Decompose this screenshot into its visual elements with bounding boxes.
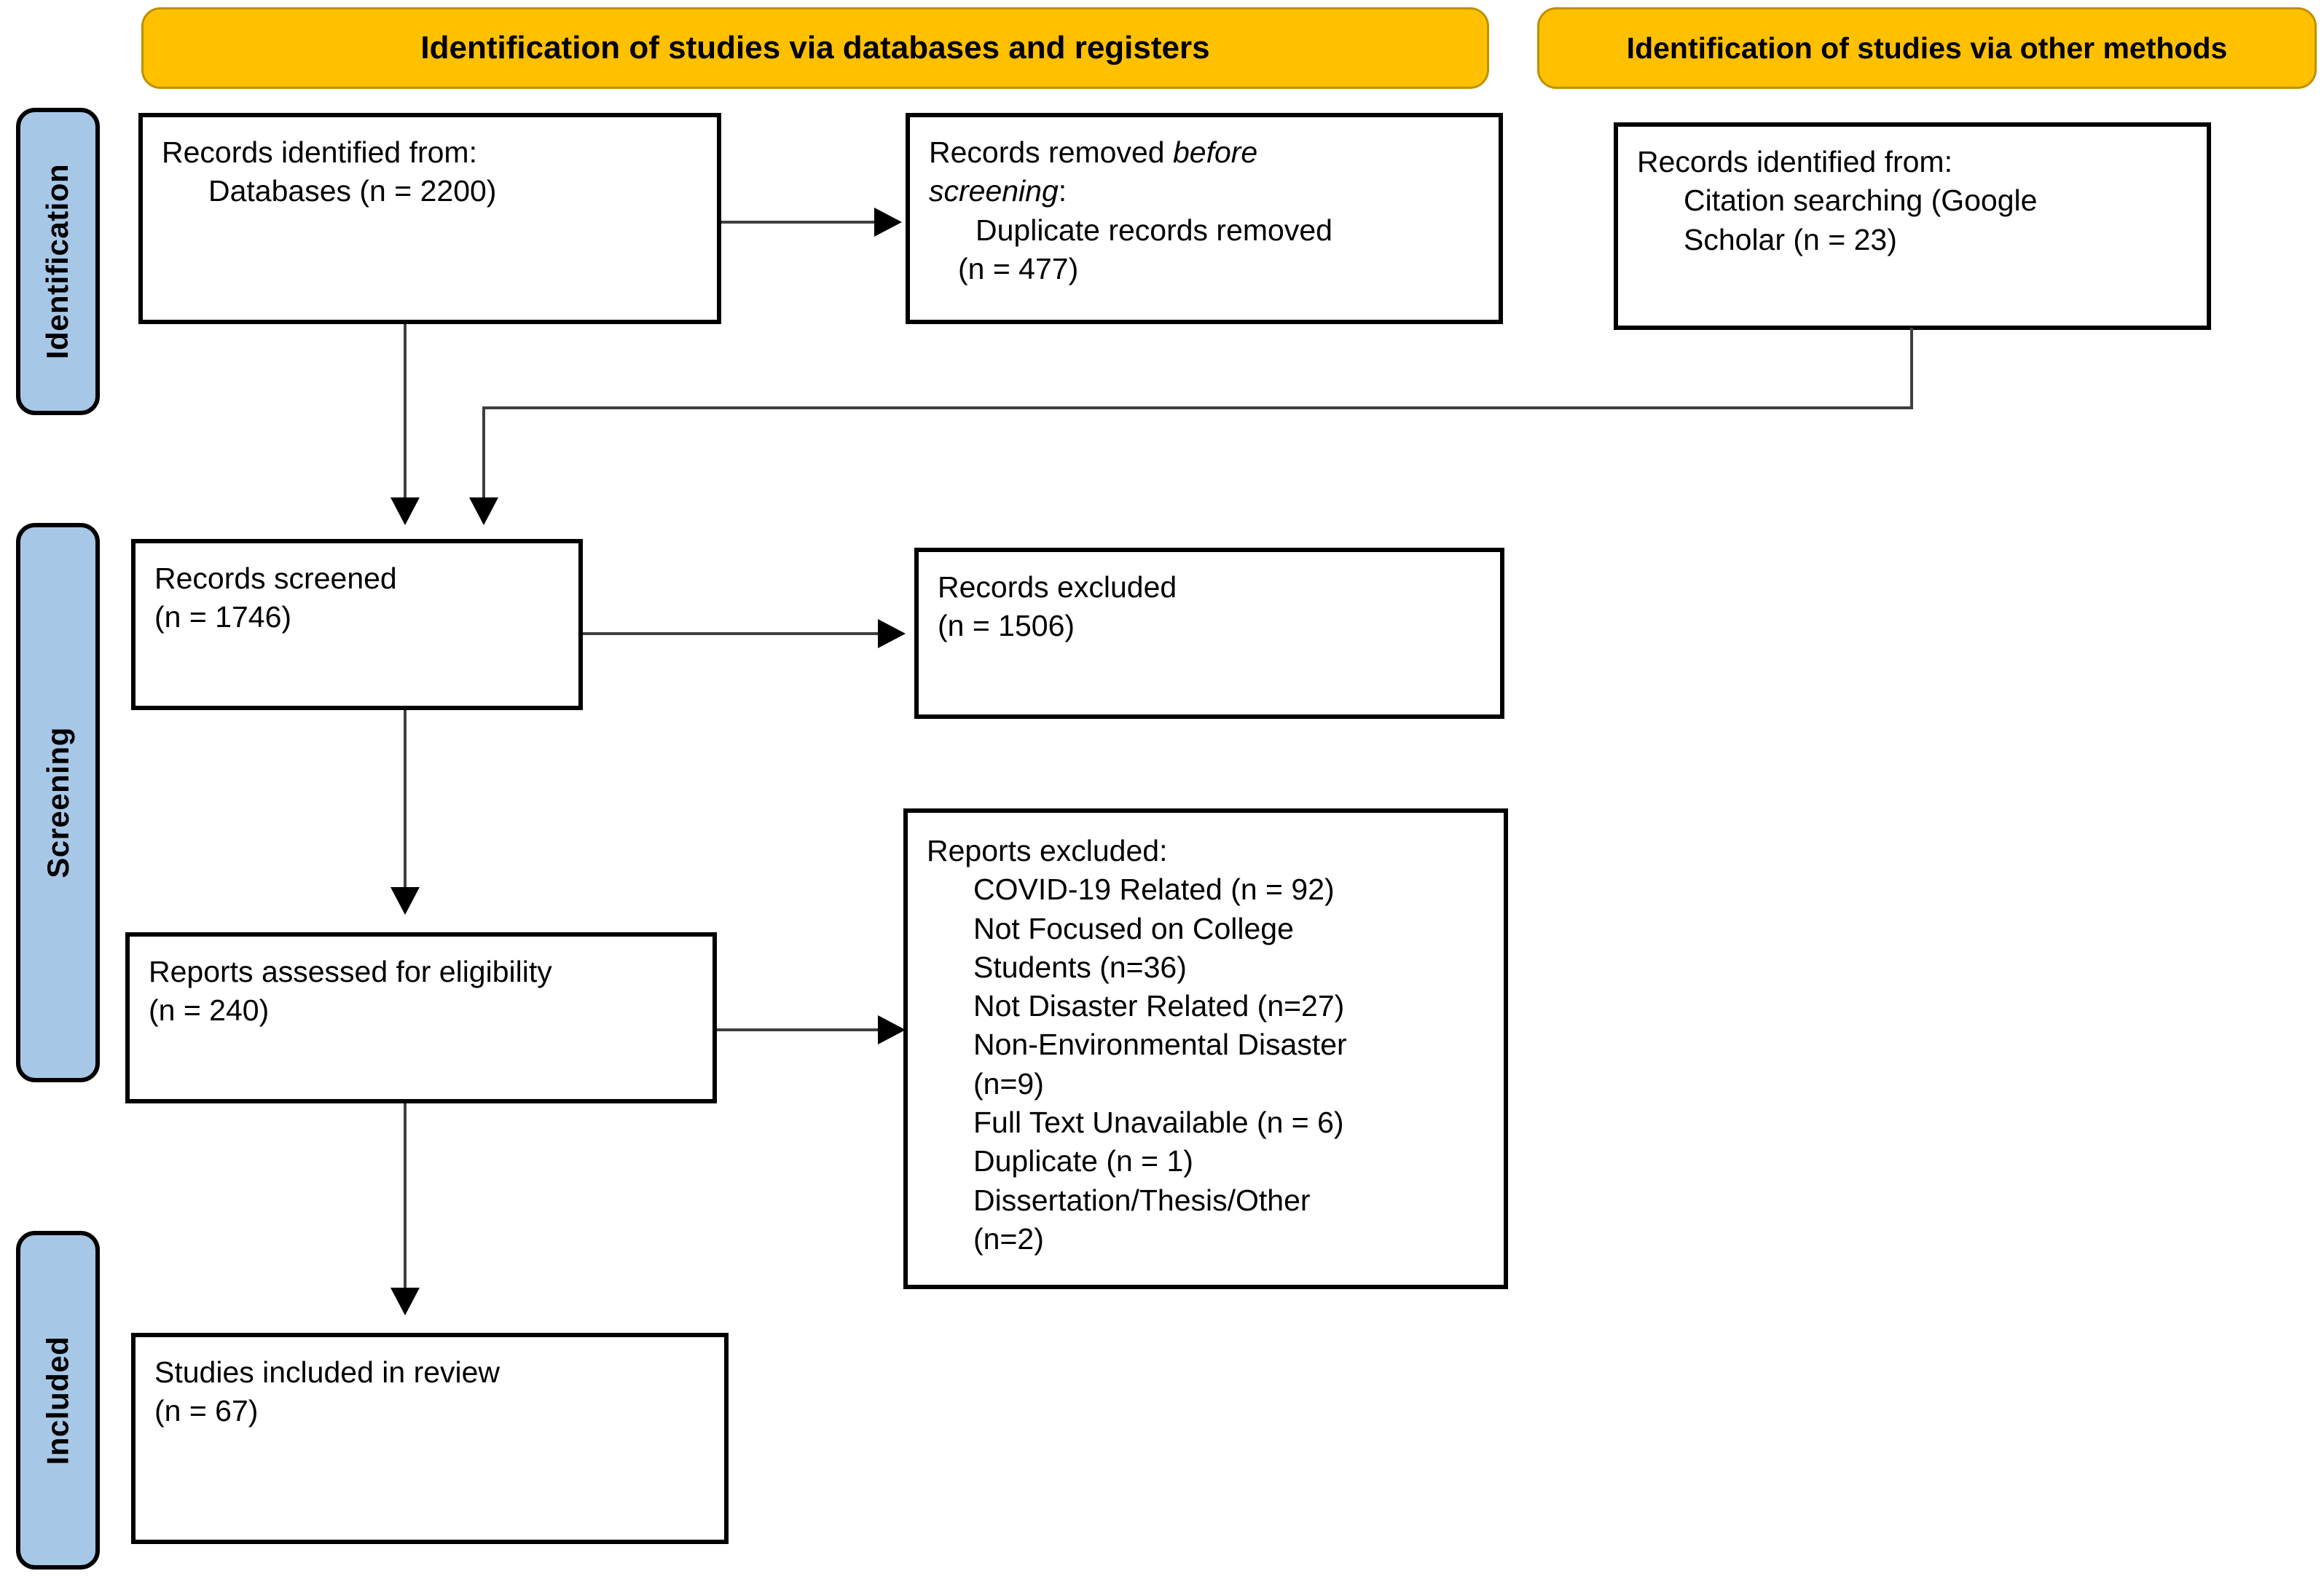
arrowhead-screened-to-assessed [390, 887, 420, 915]
arrowhead-other-down [469, 497, 498, 525]
reports-assessed-line1: Reports assessed for eligibility [149, 955, 552, 988]
records-identified-db-line1: Records identified from: [162, 135, 477, 169]
reports-excluded-item: Non-Environmental Disaster [973, 1028, 1347, 1062]
records-identified-db-line2: Databases (n = 2200) [208, 174, 497, 208]
node-reports-assessed: Reports assessed for eligibility (n = 24… [125, 932, 717, 1103]
banner-databases-registers-label: Identification of studies via databases … [420, 30, 1210, 66]
reports-excluded-item: Duplicate (n = 1) [973, 1144, 1193, 1178]
reports-excluded-item: COVID-19 Related (n = 92) [973, 873, 1335, 907]
records-removed-line4: (n = 477) [929, 250, 1480, 288]
records-identified-other-line3: Scholar (n = 23) [1684, 222, 1897, 256]
banner-databases-registers: Identification of studies via databases … [141, 7, 1489, 89]
banner-other-methods: Identification of studies via other meth… [1537, 7, 2317, 89]
arrowhead-screened-to-excluded [878, 619, 906, 648]
arrowhead-db-to-removed [874, 208, 902, 237]
reports-excluded-item: Full Text Unavailable (n = 6) [973, 1106, 1344, 1140]
connector-other-across [482, 406, 1913, 409]
reports-excluded-item: Not Disaster Related (n=27) [973, 989, 1345, 1023]
records-removed-italic-before: before [1172, 135, 1258, 169]
records-screened-line1: Records screened [154, 562, 397, 595]
records-removed-colon: : [1058, 174, 1067, 208]
records-removed-italic-screening: screening [929, 174, 1059, 208]
connector-db-to-removed [721, 221, 878, 224]
records-removed-line2: screening: [929, 172, 1480, 210]
node-reports-excluded: Reports excluded: COVID-19 Related (n = … [903, 808, 1508, 1289]
reports-excluded-item: (n=9) [973, 1066, 1044, 1100]
phase-included-label: Included [40, 1336, 75, 1465]
records-removed-line3: Duplicate records removed [975, 213, 1332, 247]
connector-other-down [482, 406, 485, 499]
connector-screened-to-excluded [583, 632, 882, 635]
records-excluded-line2: (n = 1506) [938, 609, 1075, 643]
arrowhead-assessed-to-excluded [878, 1015, 906, 1044]
reports-excluded-item: Students (n=36) [973, 950, 1187, 984]
connector-assessed-to-included [404, 1103, 407, 1289]
reports-excluded-item: Not Focused on College [973, 911, 1294, 945]
studies-included-line2: (n = 67) [154, 1394, 259, 1428]
phase-included: Included [16, 1231, 100, 1570]
arrowhead-assessed-to-included [390, 1288, 420, 1315]
phase-screening-label: Screening [40, 727, 75, 878]
studies-included-line1: Studies included in review [154, 1355, 500, 1389]
phase-identification: Identification [16, 108, 100, 415]
node-records-excluded: Records excluded (n = 1506) [914, 548, 1504, 719]
reports-excluded-item: Dissertation/Thesis/Other [973, 1183, 1311, 1217]
arrowhead-db-down [390, 497, 420, 525]
reports-assessed-line2: (n = 240) [149, 993, 270, 1028]
node-studies-included: Studies included in review (n = 67) [131, 1333, 729, 1544]
records-removed-prefix: Records removed [929, 135, 1173, 169]
records-screened-line2: (n = 1746) [154, 600, 292, 634]
connector-screened-to-assessed [404, 710, 407, 889]
records-identified-other-line2: Citation searching (Google [1684, 184, 2038, 218]
records-removed-count: (n = 477) [958, 251, 1079, 286]
records-removed-line1: Records removed before [929, 133, 1480, 172]
phase-screening: Screening [16, 523, 100, 1082]
node-records-removed-before-screening: Records removed before screening: Duplic… [906, 113, 1503, 324]
connector-db-down [404, 324, 407, 499]
node-records-identified-databases: Records identified from: Databases (n = … [138, 113, 721, 324]
connector-assessed-to-excluded [717, 1028, 882, 1031]
node-records-identified-other-methods: Records identified from: Citation search… [1614, 122, 2211, 330]
reports-excluded-item: (n=2) [973, 1221, 1044, 1256]
banner-other-methods-label: Identification of studies via other meth… [1626, 31, 2228, 65]
records-excluded-line1: Records excluded [938, 570, 1177, 604]
records-identified-other-line1: Records identified from: [1637, 145, 1952, 178]
phase-identification-label: Identification [40, 163, 75, 360]
node-records-screened: Records screened (n = 1746) [131, 539, 583, 710]
reports-excluded-heading: Reports excluded: [927, 834, 1168, 867]
connector-other-drop [1910, 328, 1913, 408]
